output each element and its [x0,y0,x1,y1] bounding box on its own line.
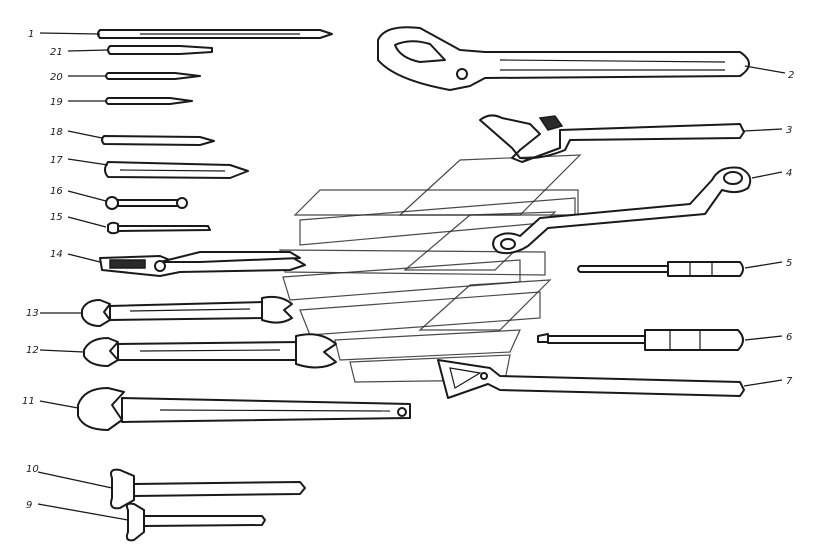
tool-6-screwdriver [537,329,783,351]
callout-4: 4 [786,168,792,179]
tool-11-large-wrench [39,387,411,431]
tool-12-open-wrench [39,333,337,369]
tool-7-hook-spanner [437,359,783,399]
tool-16-small-wrench [67,190,188,210]
callout-12: 12 [26,345,39,356]
tool-10-hammer [37,468,306,510]
tool-18-chisel [67,130,215,146]
tool-1-punch [39,29,333,39]
tool-14-pliers [67,251,306,277]
tool-19-drift [68,97,193,105]
callout-3: 3 [786,125,792,136]
tool-4-box-wrench [492,166,783,255]
tool-3-pipe-wrench [479,114,783,163]
callout-2: 2 [788,70,794,81]
callout-10: 10 [26,464,39,475]
callout-15: 15 [50,212,63,223]
callout-17: 17 [50,155,63,166]
callout-13: 13 [26,308,39,319]
tool-2-adjustable-wrench [377,26,786,91]
callout-5: 5 [786,258,792,269]
callout-20: 20 [50,72,63,83]
callout-16: 16 [50,186,63,197]
callout-11: 11 [22,396,35,407]
callout-21: 21 [50,47,63,58]
callout-14: 14 [50,249,63,260]
tool-13-open-wrench [40,295,293,327]
callout-18: 18 [50,127,63,138]
callout-1: 1 [28,29,34,40]
callout-7: 7 [786,376,793,387]
callout-19: 19 [50,97,63,108]
callout-9: 9 [26,500,32,511]
tool-17-file [67,158,249,179]
tool-5-screwdriver [577,261,783,277]
callout-6: 6 [786,332,792,343]
watermark-logo [279,154,582,383]
tool-20-drift [68,72,201,80]
tool-15-small-wrench [67,216,211,235]
tool-9-hammer [37,502,266,542]
tool-21-drift [67,45,213,55]
